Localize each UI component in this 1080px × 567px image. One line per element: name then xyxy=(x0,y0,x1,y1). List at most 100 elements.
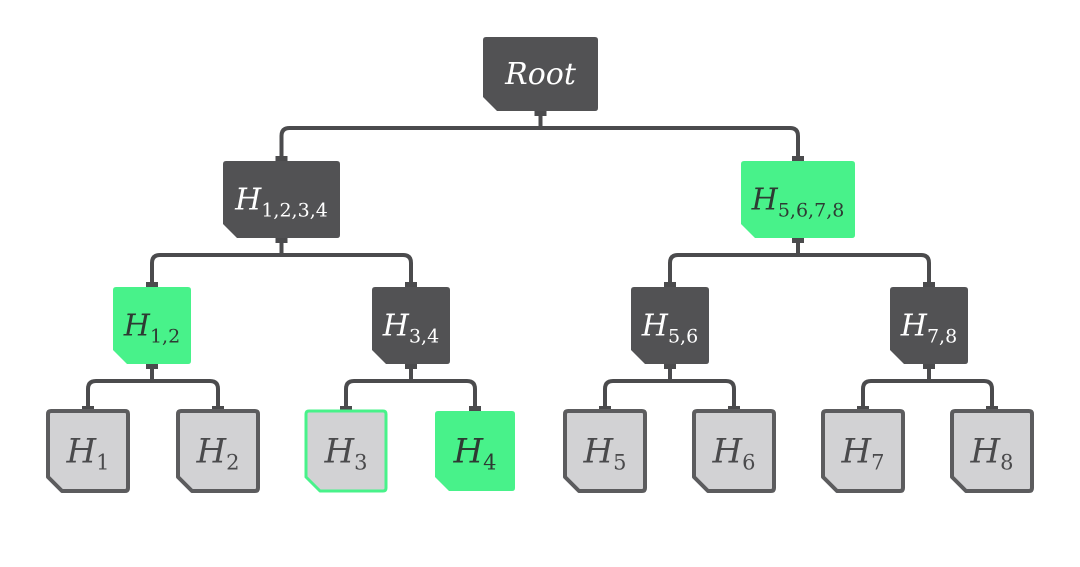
leaf-h-8: H8 xyxy=(950,409,1034,493)
node-h-7-8-box xyxy=(890,287,968,364)
edge-h1234-h12 xyxy=(150,253,284,289)
node-h-1-2-label-subscript: 1,2 xyxy=(150,326,180,348)
edge-h56-h5 xyxy=(603,379,672,413)
node-h-1-2-3-4-label-subscript: 1,2,3,4 xyxy=(261,200,327,222)
node-h-1-2-box xyxy=(113,287,191,364)
connector-nub-h12 xyxy=(146,282,158,288)
node-h-7-8-label-main: H xyxy=(900,309,928,344)
edge-h5678-h56 xyxy=(668,253,800,289)
root-node-label-main: Root xyxy=(504,57,577,92)
leaf-h-3-label: H3 xyxy=(323,432,367,475)
connector-nub-h34 xyxy=(405,282,417,288)
connector-nub-h78 xyxy=(923,363,935,369)
edge-root-h1234 xyxy=(279,126,543,163)
node-h-1-2-3-4-box xyxy=(223,161,340,238)
connector-nub-h1234 xyxy=(275,237,288,243)
leaf-h-7-label: H7 xyxy=(840,432,884,475)
leaf-h-3-label-main: H xyxy=(323,432,355,472)
node-h-5-6-label: H5,6 xyxy=(641,309,698,348)
node-h-3-4-label-main: H xyxy=(382,309,410,344)
leaf-h-1-label: H1 xyxy=(65,432,109,475)
leaf-h-6-label: H6 xyxy=(711,432,755,475)
connector-nub-h56 xyxy=(664,282,676,288)
leaf-h-1-box xyxy=(46,409,130,493)
edge-h78-h8 xyxy=(927,379,994,413)
leaf-h-6-label-subscript: 6 xyxy=(742,451,755,475)
leaf-h-2-label: H2 xyxy=(195,432,239,475)
leaf-h-5-label: H5 xyxy=(582,432,626,475)
connector-nub-h1234 xyxy=(275,156,288,162)
leaf-h-6: H6 xyxy=(692,409,776,493)
leaf-h-7-label-subscript: 7 xyxy=(871,451,884,475)
leaf-h-8-label-main: H xyxy=(969,432,1001,472)
root-node-box xyxy=(483,37,598,111)
root-node: Root xyxy=(483,37,598,111)
node-h-3-4-box xyxy=(372,287,450,364)
connector-nub-h34 xyxy=(405,363,417,369)
leaf-h-3: H3 xyxy=(304,409,388,493)
leaf-h-1-label-main: H xyxy=(65,432,97,472)
node-h-5-6-7-8-label-main: H xyxy=(751,183,779,218)
leaf-h-7: H7 xyxy=(821,409,905,493)
connector-nub-h56 xyxy=(664,363,676,369)
node-h-5-6-7-8-label-subscript: 5,6,7,8 xyxy=(778,200,844,222)
node-h-5-6-label-main: H xyxy=(641,309,669,344)
edge-root-h5678 xyxy=(538,126,800,163)
tree-edges xyxy=(82,109,998,413)
leaf-h-7-label-main: H xyxy=(840,432,872,472)
connector-nub-h4 xyxy=(469,406,481,412)
edge-h1234-h34 xyxy=(279,253,413,289)
node-h-5-6-7-8-label: H5,6,7,8 xyxy=(751,183,845,222)
connector-nub-h5678 xyxy=(792,237,804,243)
node-h-1-2-label-main: H xyxy=(123,309,151,344)
connector-nub-root xyxy=(534,110,547,116)
leaf-h-8-box xyxy=(950,409,1034,493)
node-h-5-6-label-subscript: 5,6 xyxy=(668,326,698,348)
edge-h78-h7 xyxy=(861,379,931,413)
node-h-7-8-label-subscript: 7,8 xyxy=(927,326,957,348)
leaf-h-2-label-main: H xyxy=(195,432,227,472)
leaf-h-6-label-main: H xyxy=(711,432,743,472)
leaf-h-5-label-subscript: 5 xyxy=(613,451,626,475)
node-h-7-8: H7,8 xyxy=(890,287,968,364)
leaf-h-5-box xyxy=(563,409,647,493)
leaf-h-2-label-subscript: 2 xyxy=(226,451,239,475)
node-h-5-6-7-8-box xyxy=(741,161,855,238)
node-h-1-2-label: H1,2 xyxy=(123,309,180,348)
leaf-h-2-box xyxy=(176,409,260,493)
node-h-5-6: H5,6 xyxy=(631,287,709,364)
leaf-h-4: H4 xyxy=(435,411,515,491)
leaf-h-4-label: H4 xyxy=(452,432,496,475)
leaf-h-8-label: H8 xyxy=(969,432,1013,475)
leaf-h-4-label-subscript: 4 xyxy=(483,451,496,475)
node-h-1-2-3-4-label: H1,2,3,4 xyxy=(234,183,328,222)
edge-h12-h1 xyxy=(86,379,154,413)
leaf-h-3-label-subscript: 3 xyxy=(354,451,367,475)
leaf-h-1-label-subscript: 1 xyxy=(96,451,109,475)
root-node-label: Root xyxy=(504,57,577,92)
edge-h5678-h78 xyxy=(796,253,931,289)
edge-h34-h3 xyxy=(344,379,413,413)
leaf-h-4-box xyxy=(435,411,515,491)
leaf-h-6-box xyxy=(692,409,776,493)
node-h-3-4-label: H3,4 xyxy=(382,309,439,348)
connector-nub-h3 xyxy=(340,406,352,412)
connector-nub-h12 xyxy=(146,363,158,369)
node-h-7-8-label: H7,8 xyxy=(900,309,957,348)
node-h-3-4: H3,4 xyxy=(372,287,450,364)
leaf-h-4-label-main: H xyxy=(452,432,484,472)
node-h-5-6-box xyxy=(631,287,709,364)
node-h-3-4-label-subscript: 3,4 xyxy=(409,326,439,348)
edge-h34-h4 xyxy=(409,379,477,413)
connector-nub-h5678 xyxy=(792,156,804,162)
edge-h12-h2 xyxy=(150,379,220,413)
node-h-1-2-3-4-label-main: H xyxy=(234,183,262,218)
leaf-h-1: H1 xyxy=(46,409,130,493)
connector-nub-h78 xyxy=(923,282,935,288)
node-h-1-2: H1,2 xyxy=(113,287,191,364)
leaf-h-5: H5 xyxy=(563,409,647,493)
node-h-1-2-3-4: H1,2,3,4 xyxy=(223,161,340,238)
node-h-5-6-7-8: H5,6,7,8 xyxy=(741,161,855,238)
